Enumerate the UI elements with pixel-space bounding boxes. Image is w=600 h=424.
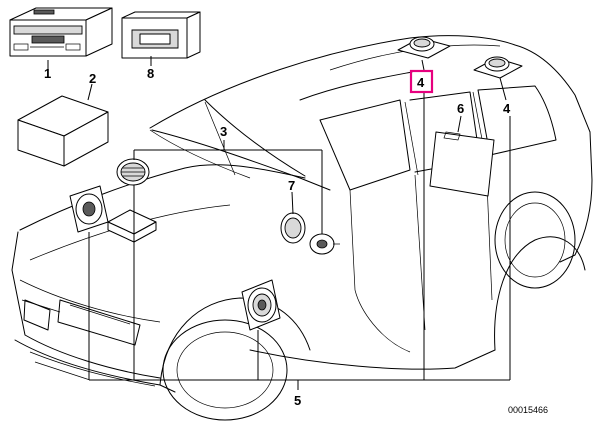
amplifier: [17, 95, 109, 167]
label-part-7: 7: [288, 178, 295, 193]
dash-speaker-grille: [116, 158, 150, 186]
highlight-box: [409, 69, 434, 94]
label-part-1: 1: [44, 66, 51, 81]
rear-side-panel-6: [429, 131, 495, 197]
label-part-4-right: 4: [503, 101, 511, 116]
door-tweeter-grille-7: [280, 212, 306, 244]
door-woofer-5: [241, 279, 281, 331]
door-tweeter-3: [309, 233, 340, 255]
label-part-2: 2: [89, 71, 96, 86]
label-part-3: 3: [220, 124, 227, 139]
cd-changer: [121, 11, 201, 59]
leader-lines: [47, 56, 511, 390]
car-body: [11, 35, 593, 421]
label-part-6: 6: [457, 101, 464, 116]
amplifier-module: [107, 209, 157, 243]
front-door-speaker: [69, 185, 109, 233]
rear-speaker-4-right: [473, 56, 523, 79]
diagram-id: 00015466: [508, 405, 548, 415]
label-part-4-highlighted: 4: [417, 75, 425, 90]
rear-speaker-4-left: [397, 36, 451, 59]
head-unit: [9, 7, 113, 57]
label-part-8: 8: [147, 66, 154, 81]
label-part-5: 5: [294, 393, 301, 408]
